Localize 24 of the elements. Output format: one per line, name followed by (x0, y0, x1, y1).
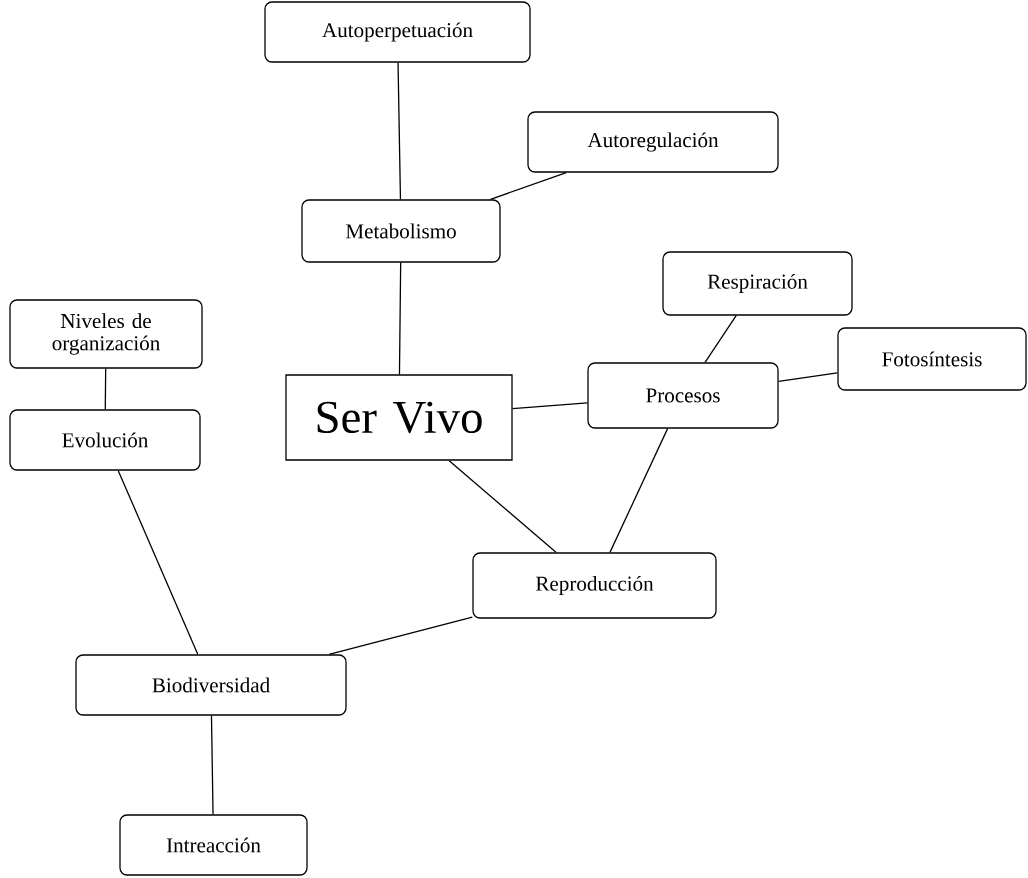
concept-box: Intreacción (119, 814, 308, 876)
concept-box: Procesos (587, 362, 779, 429)
connector-line (609, 428, 669, 553)
concept-box: Metabolismo (301, 199, 501, 263)
connector-line (448, 460, 557, 553)
connector-line (117, 470, 199, 655)
connector-line (397, 62, 402, 200)
concept-box: Reproducción (472, 552, 717, 619)
connector-line (489, 172, 567, 200)
main-concept-box: Ser Vivo (285, 374, 513, 461)
concept-box: Biodiversidad (75, 654, 347, 716)
concept-box: Evolución (9, 409, 201, 471)
connector-line (328, 616, 473, 655)
concept-box: Autoperpetuación (264, 1, 531, 63)
concept-box: Niveles de organización (9, 299, 203, 369)
concept-box: Fotosíntesis (837, 327, 1027, 391)
connector-line (778, 372, 838, 383)
concept-box: Respiración (662, 251, 853, 316)
connector-line (398, 262, 402, 375)
connector-line (210, 715, 214, 815)
connector-line (704, 315, 737, 363)
concept-box: Autoregulación (527, 111, 779, 173)
connector-line (512, 402, 588, 410)
connector-line (104, 368, 107, 410)
